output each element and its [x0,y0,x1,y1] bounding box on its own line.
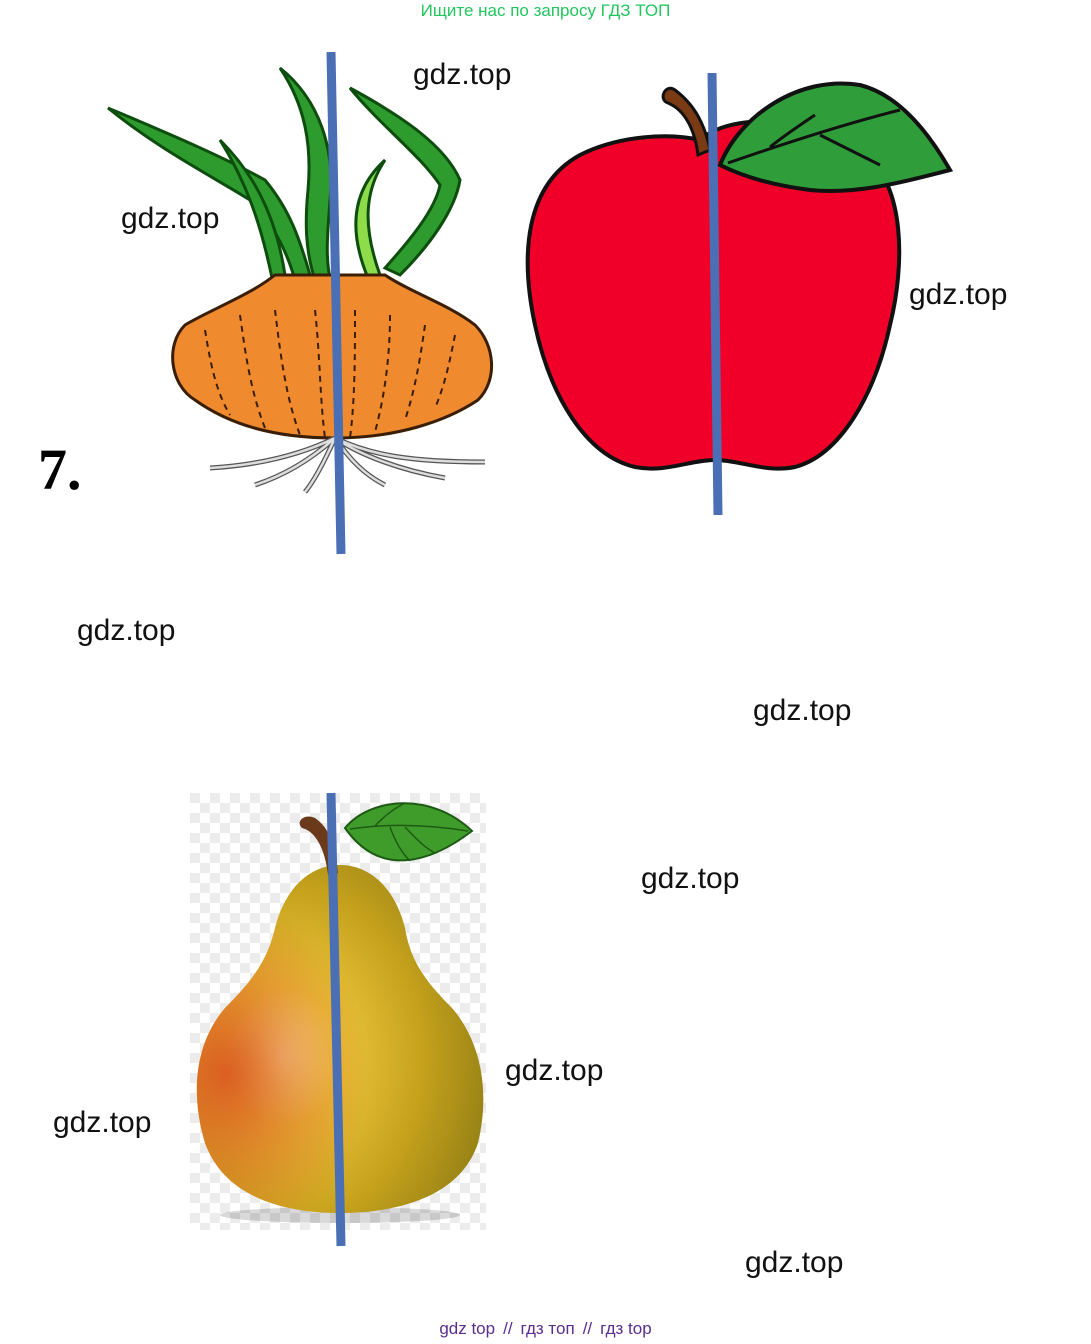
header-search-hint: Ищите нас по запросу ГДЗ ТОП [420,1,671,20]
footer-separator: // [503,1319,513,1338]
watermark: gdz.top [753,694,852,727]
footer-links: gdz top // гдз топ // гдз top [0,1319,1091,1339]
watermark: gdz.top [413,58,512,91]
watermark: gdz.top [505,1054,604,1087]
watermark: gdz.top [77,614,176,647]
watermark: gdz.top [909,278,1008,311]
onion-illustration [107,66,493,494]
watermark: gdz.top [641,862,740,895]
footer-separator: // [582,1319,593,1338]
task-number: 7. [38,437,82,502]
footer-link[interactable]: gdz top [439,1319,496,1338]
watermark: gdz.top [121,202,220,235]
footer-link[interactable]: гдз топ [520,1319,575,1338]
watermark: gdz.top [53,1106,152,1139]
watermark: gdz.top [745,1246,844,1279]
footer-link[interactable]: гдз top [600,1319,652,1338]
